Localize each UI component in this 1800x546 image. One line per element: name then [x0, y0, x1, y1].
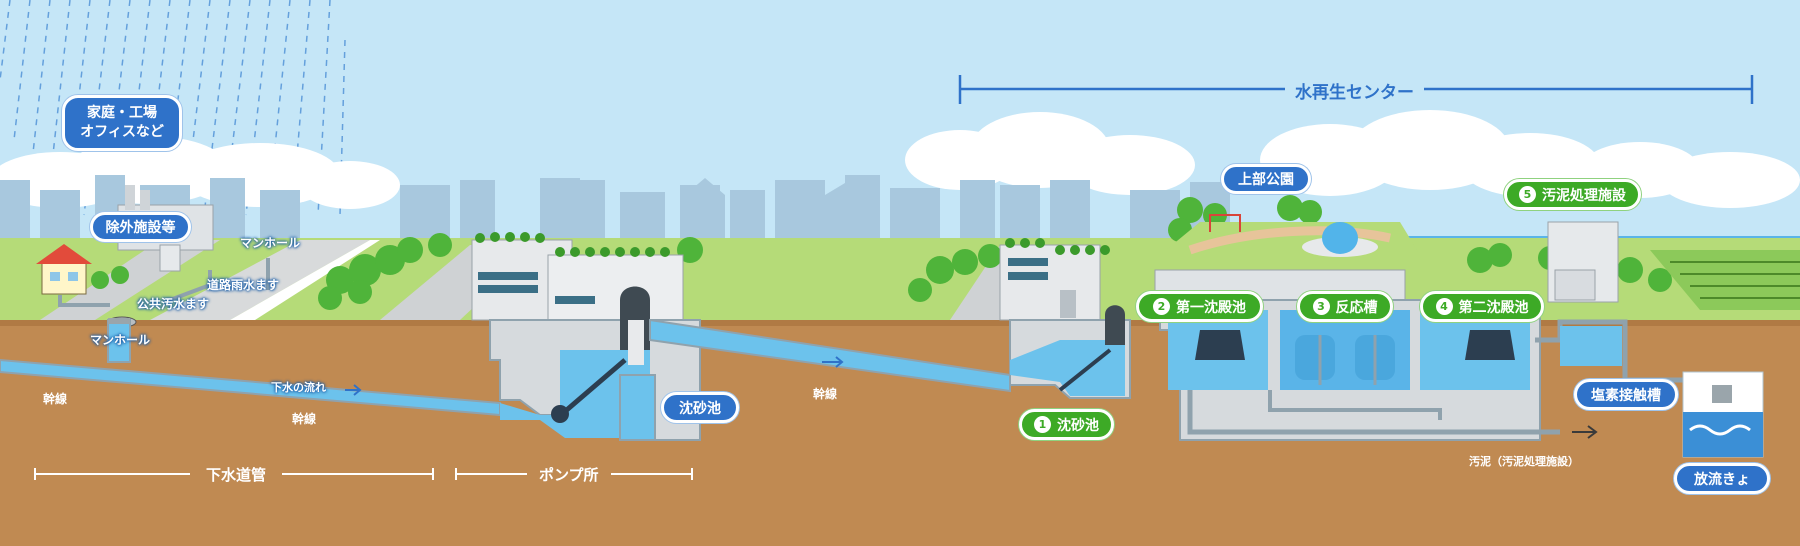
label-public-inlet: 公共汚水ます [137, 297, 210, 311]
badge-primary-label: 第一沈殿池 [1176, 299, 1246, 316]
badge-homes-line2: オフィスなど [80, 124, 164, 140]
badge-primary[interactable]: 2 第一沈殿池 [1136, 291, 1263, 322]
step-number-4: 4 [1435, 298, 1453, 315]
step-number-5: 5 [1519, 186, 1536, 203]
step-number-2: 2 [1153, 298, 1170, 315]
badge-homes-line1: 家庭・工場 [87, 105, 157, 121]
badge-reaction[interactable]: 3 反応槽 [1297, 291, 1393, 322]
pump-building [471, 232, 684, 321]
label-flow: 下水の流れ [271, 381, 326, 394]
step-number-1: 1 [1034, 416, 1051, 433]
badge-secondary[interactable]: 4 第二沈殿池 [1420, 291, 1544, 322]
badge-discharge[interactable]: 放流きょ [1674, 463, 1770, 494]
label-storm-inlet: 道路雨水ます [207, 278, 280, 292]
badge-removal[interactable]: 除外施設等 [90, 212, 191, 242]
section-sewer: 下水道管 [190, 464, 283, 485]
label-trunk-2: 幹線 [292, 412, 317, 426]
badge-sludge-facility[interactable]: 5 汚泥処理施設 [1504, 179, 1641, 210]
badge-park[interactable]: 上部公園 [1221, 164, 1311, 194]
badge-grit-pump[interactable]: 沈砂池 [661, 392, 739, 423]
label-manhole-left: マンホール [90, 333, 151, 347]
badge-sludge-facility-label: 汚泥処理施設 [1542, 187, 1626, 204]
house [36, 244, 92, 295]
label-sludge: 汚泥（汚泥処理施設） [1469, 455, 1579, 468]
label-trunk-3: 幹線 [813, 387, 838, 401]
badge-reaction-label: 反応槽 [1335, 299, 1378, 316]
section-pump: ポンプ所 [527, 464, 611, 485]
label-trunk-1: 幹線 [43, 392, 68, 406]
badge-grit-center[interactable]: 1 沈砂池 [1019, 409, 1114, 440]
step-number-3: 3 [1312, 298, 1330, 315]
badge-grit-center-label: 沈砂池 [1057, 417, 1099, 434]
badge-homes[interactable]: 家庭・工場 オフィスなど [62, 95, 182, 151]
badge-chlorine[interactable]: 塩素接触槽 [1574, 379, 1678, 410]
center-building [999, 238, 1110, 321]
label-manhole-top: マンホール [240, 236, 301, 250]
badge-secondary-label: 第二沈殿池 [1458, 299, 1529, 316]
center-title: 水再生センター [1285, 78, 1424, 103]
